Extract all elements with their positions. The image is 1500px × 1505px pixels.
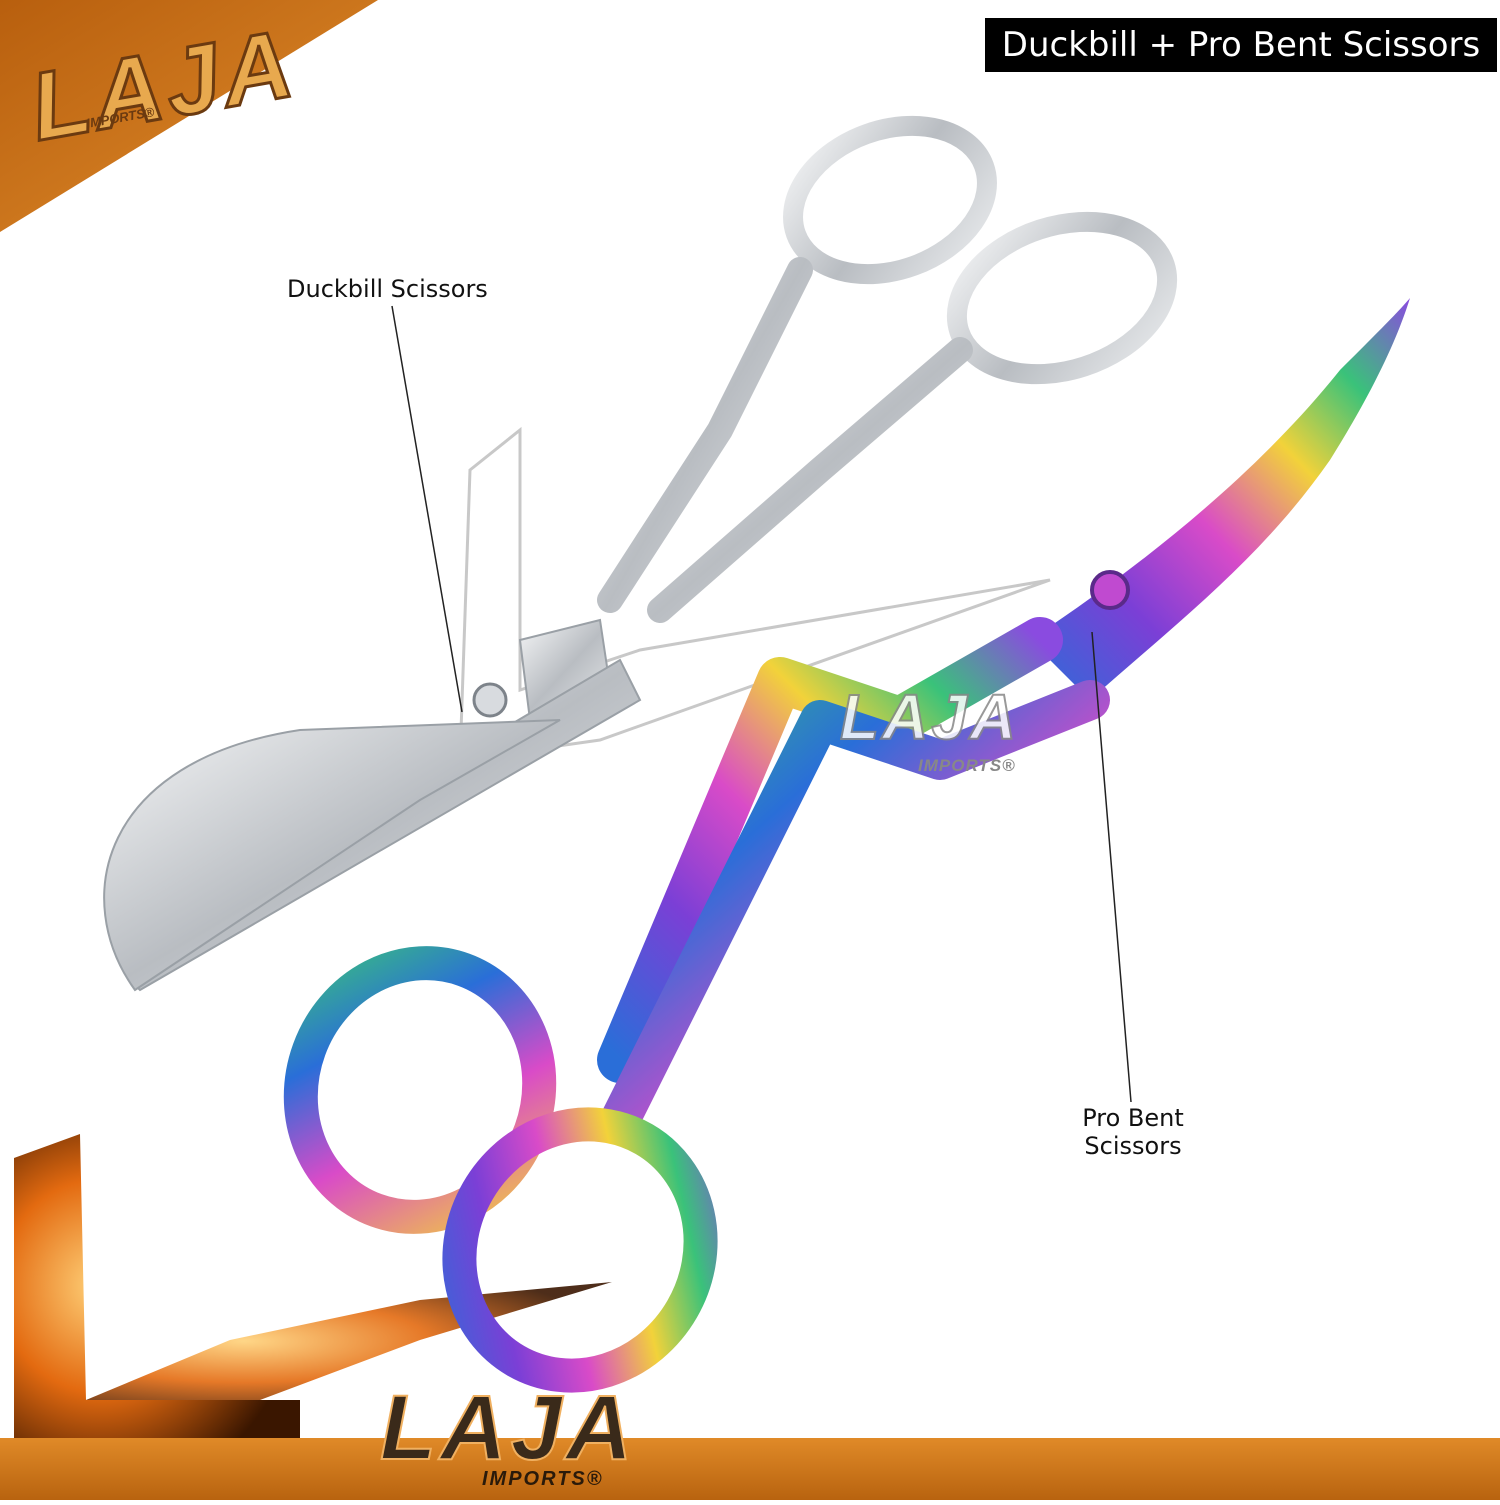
brand-logo-bottom: LAJA — [379, 1377, 637, 1479]
watermark-logo-sub: IMPORTS® — [918, 756, 1016, 775]
pro-bent-scissors — [283, 298, 1410, 1393]
pro-bent-label: Pro Bent Scissors — [1068, 1104, 1198, 1160]
brand-logo-bottom-sub: IMPORTS® — [482, 1468, 604, 1490]
corner-banner — [0, 0, 378, 232]
pro-bent-label-line2: Scissors — [1084, 1132, 1182, 1160]
duckbill-scissors — [103, 115, 1178, 992]
duckbill-label: Duckbill Scissors — [287, 275, 488, 303]
pro-bent-callout-line — [1091, 631, 1132, 1103]
page-title: Duckbill + Pro Bent Scissors — [985, 18, 1497, 72]
pro-bent-label-line1: Pro Bent — [1082, 1104, 1184, 1132]
duckbill-callout-line — [391, 305, 463, 713]
watermark-logo: LAJA — [839, 680, 1020, 754]
bottom-bar — [0, 1438, 1500, 1500]
